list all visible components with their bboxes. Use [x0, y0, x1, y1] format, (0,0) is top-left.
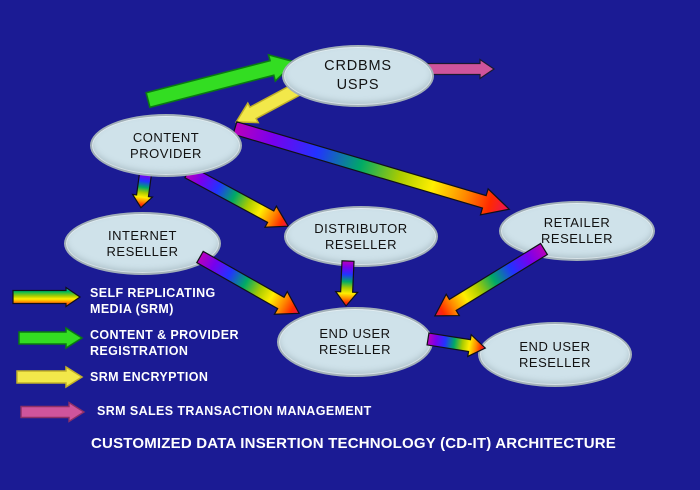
node-label-line: PROVIDER [130, 145, 202, 161]
legend-label-encryption: SRM ENCRYPTION [90, 370, 208, 386]
node-distributor-reseller-label: DISTRIBUTOR RESELLER [314, 221, 407, 253]
node-distributor-reseller: DISTRIBUTOR RESELLER [284, 206, 438, 267]
node-crdbms-usps-label: CRDBMS USPS [324, 57, 392, 95]
legend-label-sales: SRM SALES TRANSACTION MANAGEMENT [97, 404, 372, 420]
node-end-user-reseller-right: END USER RESELLER [478, 322, 632, 387]
node-content-provider: CONTENT PROVIDER [90, 114, 242, 177]
node-label-line: RESELLER [319, 342, 391, 357]
node-label-line: CRDBMS [324, 58, 392, 74]
node-content-provider-label: CONTENT PROVIDER [130, 130, 202, 162]
legend-sales-pink-arrow-icon [20, 401, 86, 423]
node-label-line: END USER [319, 326, 391, 341]
legend-label-line: CONTENT & PROVIDER [90, 328, 239, 342]
legend-label-registration: CONTENT & PROVIDER REGISTRATION [90, 328, 239, 359]
legend-srm-rainbow-arrow-icon [12, 286, 82, 308]
legend-label-line: SELF REPLICATING [90, 286, 216, 300]
node-label-line: RETAILER [543, 215, 611, 230]
node-label-line: RESELLER [325, 236, 397, 252]
node-end-user-reseller-center-label: END USER RESELLER [319, 326, 391, 358]
legend-registration-green-arrow-icon [18, 326, 84, 350]
page-title: CUSTOMIZED DATA INSERTION TECHNOLOGY (CD… [91, 435, 616, 452]
node-crdbms-usps: CRDBMS USPS [282, 45, 434, 107]
node-retailer-reseller-label: RETAILER RESELLER [541, 215, 613, 247]
legend-label-line: SRM ENCRYPTION [90, 370, 209, 384]
node-label-line: INTERNET [107, 227, 177, 243]
node-label-line: RESELLER [519, 354, 591, 370]
node-internet-reseller-label: INTERNET RESELLER [107, 228, 179, 260]
legend-label-line: REGISTRATION [90, 343, 189, 358]
node-end-user-reseller-center: END USER RESELLER [277, 307, 433, 377]
legend-encryption-yellow-arrow-icon [16, 365, 84, 389]
node-internet-reseller: INTERNET RESELLER [64, 212, 221, 275]
node-label-line: DISTRIBUTOR [314, 220, 408, 236]
node-end-user-reseller-right-label: END USER RESELLER [519, 339, 591, 371]
legend-label-srm: SELF REPLICATING MEDIA (SRM) [90, 286, 216, 317]
node-retailer-reseller: RETAILER RESELLER [499, 201, 655, 261]
node-label-line: END USER [519, 338, 591, 354]
crdbms-outgoing-pink-arrow [424, 58, 496, 80]
legend-label-line: MEDIA (SRM) [90, 301, 174, 316]
node-label-line: CONTENT [132, 129, 200, 145]
legend-label-line: SRM SALES TRANSACTION MANAGEMENT [97, 404, 372, 418]
node-label-line: RESELLER [541, 231, 613, 246]
content-provider-to-crdbms-green-arrow [145, 53, 297, 109]
distributor-reseller-to-end-user-arrow [334, 260, 359, 307]
node-label-line: RESELLER [106, 243, 179, 259]
node-label-line: USPS [336, 77, 380, 93]
